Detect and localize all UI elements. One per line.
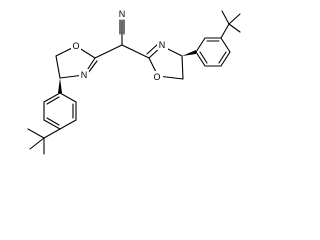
left-c5-c4-bond <box>55 55 61 79</box>
right-o-bg <box>152 71 163 82</box>
nitrile-n-bg <box>116 8 128 19</box>
left-n-bg <box>79 69 89 80</box>
left-tbu-methyl-3 <box>29 137 45 150</box>
right-tbu-methyl-3 <box>228 23 241 33</box>
left-tert-butylphenyl <box>27 92 77 155</box>
right-n-bg <box>157 39 168 50</box>
ch-to-right-ring-bond <box>121 44 150 59</box>
right-oxazoline-ring: O N <box>146 39 196 82</box>
left-benzene-double-3 <box>46 117 60 126</box>
left-o-label: O <box>72 41 79 51</box>
left-o-bg <box>71 40 81 51</box>
left-stereo-wedge <box>58 78 62 93</box>
nitrile-group: N <box>116 8 128 46</box>
left-cn-double-bond <box>87 60 98 74</box>
nitrile-n-label: N <box>119 9 126 19</box>
left-tbu-methyl-1 <box>27 128 45 139</box>
left-benzene-double-2 <box>46 96 60 105</box>
left-benzene-ring <box>43 92 77 130</box>
right-tbu-methyl-2 <box>228 13 241 25</box>
right-benzene-ring <box>195 37 231 67</box>
structure-diagram: N O N O N <box>27 8 241 155</box>
right-c5-c4-bond <box>181 55 184 80</box>
right-benzene-double-2 <box>218 51 227 64</box>
ch-to-left-ring-bond <box>94 44 123 59</box>
left-oxazoline-ring: O N <box>55 40 98 93</box>
right-tert-butylphenyl <box>195 10 241 67</box>
right-stereo-wedge <box>182 50 196 56</box>
right-benzene-double-3 <box>199 51 208 64</box>
right-tbu-methyl-1 <box>221 10 230 25</box>
left-n-label: N <box>81 70 88 80</box>
right-o-label: O <box>153 72 160 82</box>
left-aryl-to-tbu-bond <box>43 128 61 139</box>
chemical-structure-svg: N O N O N <box>27 8 241 155</box>
right-aryl-to-tbu-bond <box>220 23 230 39</box>
right-n-label: N <box>159 40 166 50</box>
